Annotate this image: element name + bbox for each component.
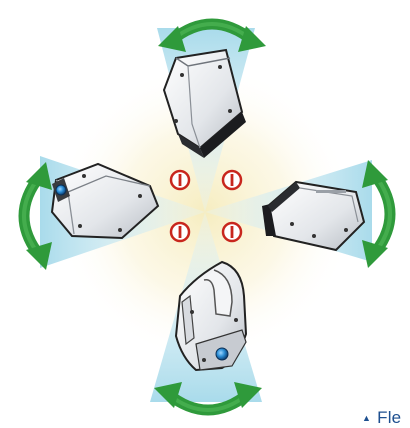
no-entry-icon-top-right [223,171,241,189]
no-entry-icon-bottom-left [171,223,189,241]
triangle-up-icon: ▲ [362,413,371,423]
caption-link[interactable]: ▲ Fle [362,408,401,428]
no-entry-icon-top-left [171,171,189,189]
no-entry-icon-bottom-right [223,223,241,241]
caption-text: Fle [377,408,401,427]
